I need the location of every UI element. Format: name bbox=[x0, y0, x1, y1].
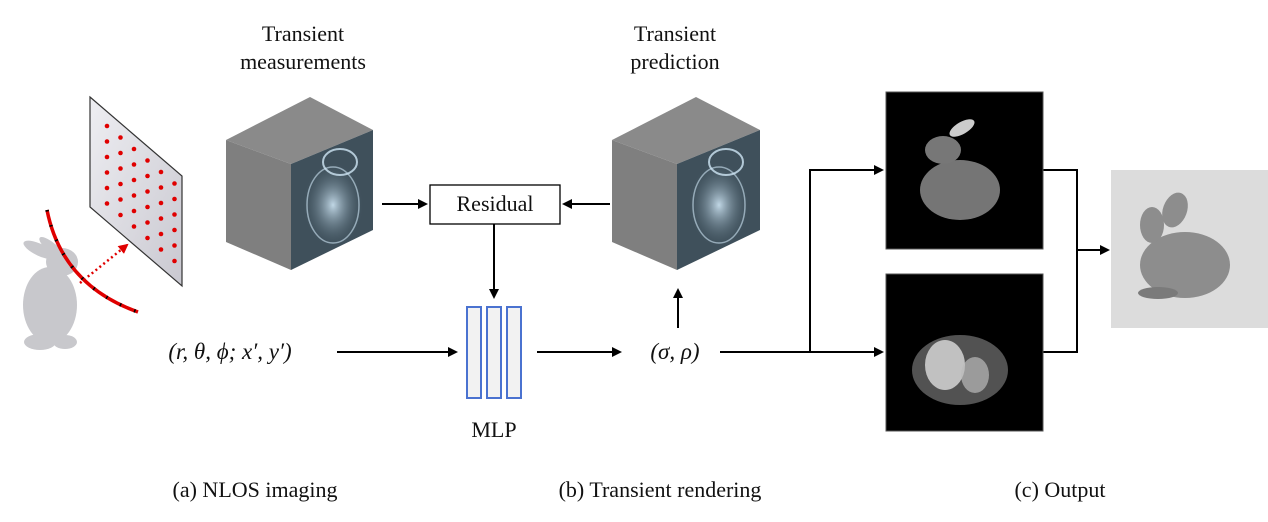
scan-point bbox=[104, 154, 110, 160]
scan-point bbox=[131, 193, 137, 198]
flow-arrows bbox=[337, 165, 1110, 357]
scan-point bbox=[158, 231, 164, 237]
bunny-object-icon bbox=[23, 237, 78, 350]
laser-ray bbox=[79, 243, 129, 284]
scan-point bbox=[131, 177, 137, 183]
scan-point bbox=[158, 216, 164, 221]
density-albedo-output: (σ, ρ) bbox=[650, 339, 700, 364]
caption-output: (c) Output bbox=[1014, 477, 1106, 502]
caption-nlos-imaging: (a) NLOS imaging bbox=[172, 477, 338, 502]
density-output-image bbox=[885, 91, 1044, 250]
scan-point bbox=[131, 162, 137, 167]
scan-point bbox=[104, 185, 110, 191]
reconstructed-bunny-image bbox=[1111, 170, 1268, 328]
scan-point bbox=[158, 200, 164, 206]
mlp-label: MLP bbox=[471, 417, 517, 442]
label-line: Transient bbox=[261, 21, 345, 46]
scan-point bbox=[158, 185, 164, 190]
scan-point bbox=[104, 170, 110, 175]
scan-point bbox=[104, 139, 110, 144]
transient-prediction-cube bbox=[612, 97, 760, 270]
wavefront-arc bbox=[45, 209, 139, 314]
scan-point bbox=[104, 123, 110, 129]
scan-point bbox=[118, 166, 123, 171]
scan-point bbox=[118, 135, 123, 140]
mlp-block bbox=[466, 306, 522, 399]
scan-point bbox=[158, 169, 164, 175]
scan-point bbox=[145, 204, 150, 210]
scan-point bbox=[172, 196, 177, 202]
label-line: Transient bbox=[633, 21, 717, 46]
scan-point bbox=[118, 181, 123, 187]
caption-transient-rendering: (b) Transient rendering bbox=[558, 477, 762, 502]
scan-point bbox=[172, 212, 177, 217]
scan-points bbox=[104, 123, 177, 264]
scan-point bbox=[131, 146, 137, 152]
scan-point bbox=[104, 201, 110, 206]
label-line: prediction bbox=[630, 49, 720, 74]
transient-measurement-cube bbox=[226, 97, 373, 270]
scan-point bbox=[145, 173, 150, 179]
label-line: measurements bbox=[240, 49, 366, 74]
scan-point bbox=[158, 247, 164, 252]
scan-point bbox=[145, 235, 150, 241]
scan-point bbox=[145, 220, 150, 225]
transient-prediction-label: Transient prediction bbox=[590, 20, 760, 76]
input-coordinates: (r, θ, ϕ; x′, y′) bbox=[168, 339, 292, 364]
scan-point bbox=[131, 208, 137, 214]
scan-point bbox=[145, 158, 150, 163]
scan-point bbox=[172, 181, 177, 186]
scan-point bbox=[118, 212, 123, 218]
residual-box bbox=[429, 184, 561, 225]
scan-point bbox=[131, 224, 137, 229]
relay-wall bbox=[89, 95, 183, 288]
scan-point bbox=[172, 243, 177, 248]
scan-point bbox=[118, 197, 123, 202]
albedo-output-image bbox=[885, 273, 1044, 432]
scan-point bbox=[172, 227, 177, 233]
scan-point bbox=[172, 258, 177, 264]
scan-point bbox=[118, 150, 123, 156]
transient-measurements-label: Transient measurements bbox=[218, 20, 388, 76]
residual-label: Residual bbox=[456, 191, 534, 216]
scan-point bbox=[145, 189, 150, 194]
